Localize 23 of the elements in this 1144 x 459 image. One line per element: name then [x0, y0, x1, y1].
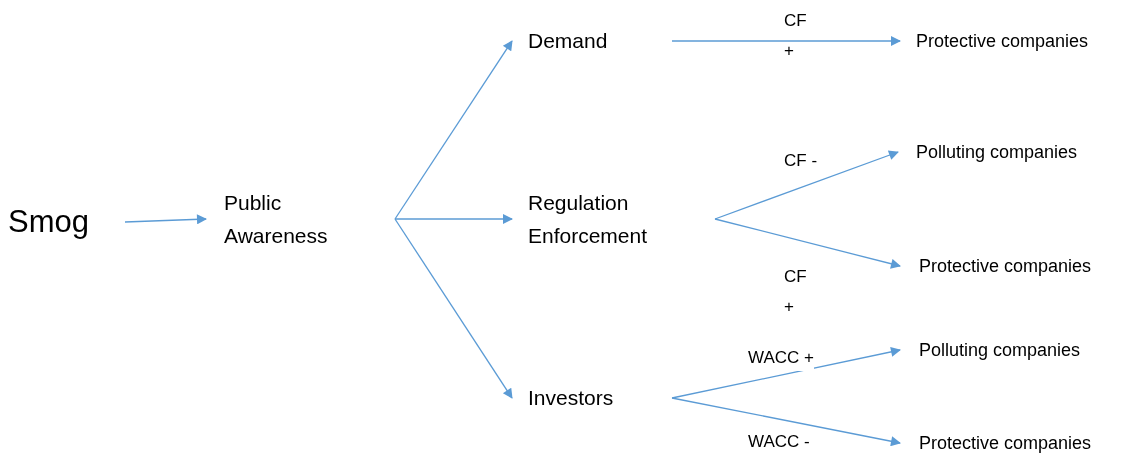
sign-label: CF	[784, 10, 807, 32]
arrow	[394, 214, 513, 224]
arrow	[124, 214, 207, 225]
sign-label: CF	[784, 266, 807, 288]
node-label: Smog	[8, 202, 90, 241]
sign-label: +	[784, 40, 794, 62]
arrow	[394, 40, 513, 220]
arrow	[671, 397, 901, 447]
node-label: Protective companies	[916, 29, 1090, 53]
arrow	[394, 218, 513, 399]
node-label: Polluting companies	[916, 140, 1079, 164]
arrow	[714, 150, 899, 220]
arrow	[671, 36, 901, 46]
node-label: Regulation Enforcement	[528, 190, 649, 249]
node-label: Polluting companies	[919, 338, 1082, 362]
node-label: Demand	[528, 28, 609, 55]
node-label: Public Awareness	[224, 190, 329, 249]
node-label: Protective companies	[919, 254, 1093, 278]
arrow	[671, 346, 901, 399]
sign-label: +	[784, 296, 794, 318]
node-label: Investors	[528, 385, 615, 412]
arrow	[714, 218, 901, 269]
node-label: Protective companies	[919, 431, 1093, 455]
